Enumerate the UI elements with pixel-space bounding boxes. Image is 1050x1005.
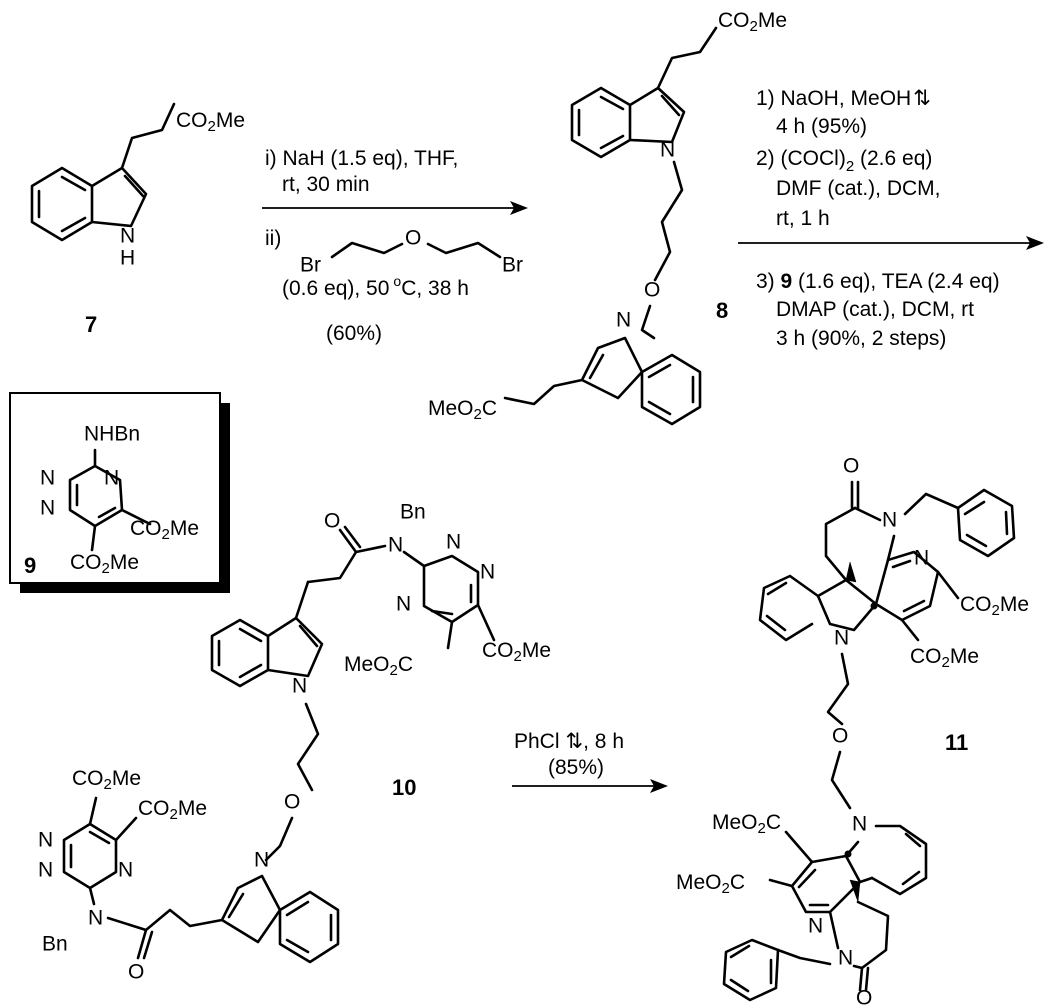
step2-arrowhead [1026,236,1044,250]
n-atom-10d: N [38,829,53,852]
meo2c-10a: MeO2C [344,653,413,679]
n-atom-10e: N [38,859,53,882]
br-atom-right: Br [502,254,523,277]
o-atom-10: O [284,791,300,814]
compound-11: O N N CO2Me CO2Me N O N [676,455,1029,1005]
step1-line3-prefix: ii) [265,227,281,250]
step3-yield: (85%) [548,756,604,779]
co2me-9b: CO2Me [70,551,139,577]
step2-line7: DMAP (cat.), DCM, rt [776,298,974,321]
compound-10: O N Bn N N N MeO2C CO2Me N O N [38,501,551,984]
n-atom-11-lactam-top: N [882,509,897,532]
compound-9-label: 9 [24,553,36,578]
box-frame [9,392,221,584]
step2-line2: 4 h (95%) [776,115,867,138]
co2me-group: CO2Me [176,109,245,135]
n-atom-top: N [660,139,675,162]
co2me-11b: CO2Me [910,645,979,671]
o-atom-11-top: O [843,455,859,478]
compound-9-box: NHBn N N N CO2Me CO2Me 9 [9,392,230,593]
step2-line8: 3 h (90%, 2 steps) [776,327,946,350]
meo2c-11b: MeO2C [676,871,745,897]
o-atom-amide-top: O [324,510,340,533]
step1-yield: (60%) [326,322,382,345]
step1-line2: rt, 30 min [282,173,370,196]
compound-10-label: 10 [392,775,416,800]
co2me-10c: CO2Me [138,797,207,823]
n-atom-10b: N [480,561,495,584]
n-atom-amide-bottom: N [88,907,103,930]
bn-bottom: Bn [42,933,68,956]
n-atom-10c: N [396,593,411,616]
n-atom-9c: N [104,467,119,490]
n-atom-amide-top: N [388,534,403,557]
n-atom-9b: N [40,497,55,520]
n-atom-10f: N [118,859,133,882]
co2me-top: CO2Me [718,9,787,35]
n-atom-10-bottom: N [254,849,269,872]
n-atom-11-pyr-top: N [914,547,929,570]
step2-line4: DMF (cat.), DCM, [776,177,940,200]
step1-line1: i) NaH (1.5 eq), THF, [265,147,458,170]
compound-8: CO2Me N O N MeO2C 8 [428,9,787,426]
step3-conditions: PhCl⇅, 8 h (85%) [512,730,668,793]
step3-line1: PhCl⇅, 8 h [514,730,624,753]
n-atom-11-top: N [834,627,849,650]
step2-conditions: 1) NaOH, MeOH⇅ 4 h (95%) 2) (COCl)2 (2.6… [738,87,1044,350]
br-atom-left: Br [300,254,321,277]
compound-11-label: 11 [945,730,968,755]
co2me-9a: CO2Me [130,517,199,543]
step3-arrowhead [650,779,668,793]
o-atom-11: O [832,725,848,748]
n-atom-11-bottom: N [852,813,867,836]
compound-8-label: 8 [716,298,728,323]
co2me-10a: CO2Me [482,639,551,665]
bn-top: Bn [400,501,426,524]
step2-line1: 1) NaOH, MeOH⇅ [756,87,931,110]
h-atom: H [120,247,135,270]
o-atom-11-bottom: O [856,987,872,1005]
co2me-11a: CO2Me [960,593,1029,619]
n-atom-9a: N [40,467,55,490]
co2me-10b: CO2Me [72,767,141,793]
nhbn-group: NHBn [84,423,140,446]
step2-line5: rt, 1 h [776,207,830,230]
step2-line3: 2) (COCl)2 (2.6 eq) [756,147,932,175]
step1-arrowhead [510,201,528,215]
meo2c-bottom: MeO2C [428,397,497,423]
o-atom-8: O [644,279,660,302]
n-atom-bottom: N [616,309,631,332]
n-atom-10a: N [446,531,461,554]
n-atom-11-pyr-bottom: N [808,915,823,938]
o-atom-linker: O [405,227,421,250]
compound-7-label: 7 [85,312,97,337]
n-atom-10-top: N [292,675,307,698]
n-atom-11-lactam-bottom: N [838,947,853,970]
nh-atom: N [120,225,135,248]
meo2c-11a: MeO2C [712,811,781,837]
step2-line6: 3) 9 (1.6 eq), TEA (2.4 eq) [756,270,1000,293]
compound-7: N H CO2Me 7 [30,102,245,337]
o-atom-amide-bottom: O [128,961,144,984]
step1-conditions: i) NaH (1.5 eq), THF, rt, 30 min ii) Br … [262,147,528,345]
